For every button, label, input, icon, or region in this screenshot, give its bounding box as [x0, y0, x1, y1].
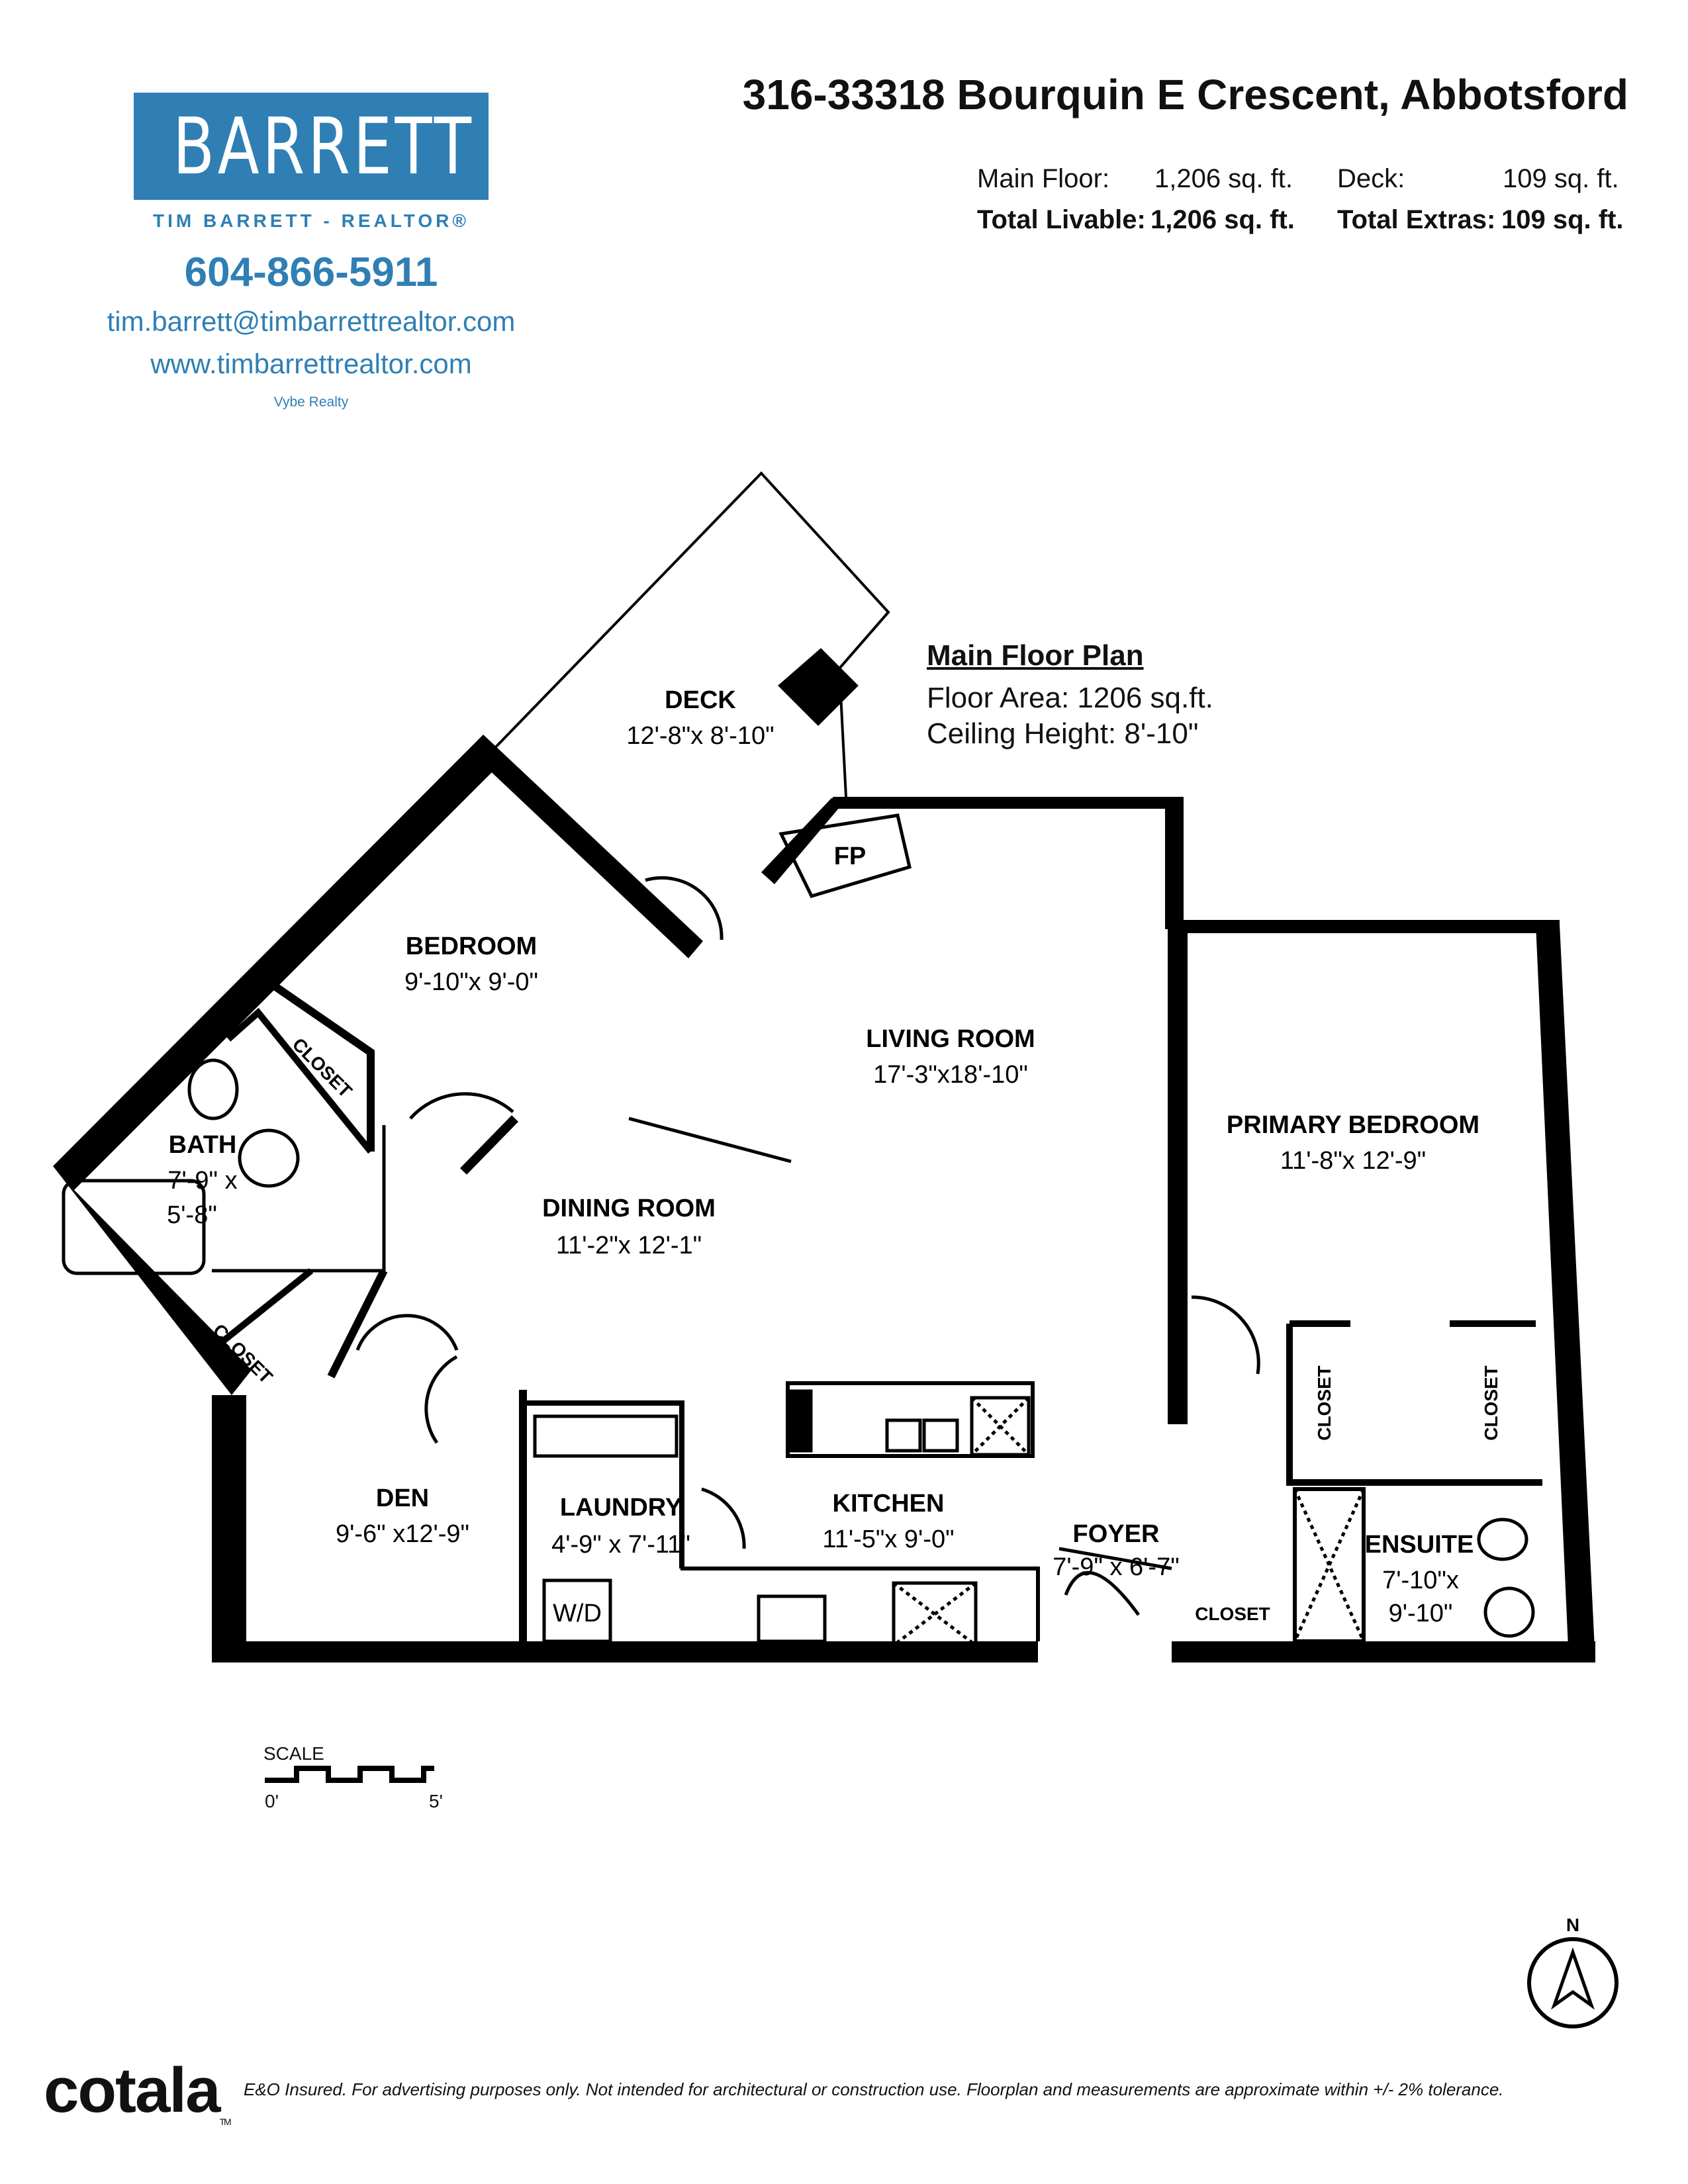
plan-title: Main Floor Plan [927, 639, 1144, 672]
living-room-dims: 17'-3"x18'-10" [873, 1061, 1028, 1089]
brokerage-name: Vybe Realty [273, 394, 349, 410]
laundry-name: LAUNDRY [560, 1494, 682, 1522]
logo-text: BARRETT [172, 101, 475, 192]
bath-name: BATH [169, 1131, 237, 1159]
den-name: DEN [376, 1484, 429, 1512]
kitchen-dims: 11'-5"x 9'-0" [822, 1525, 954, 1553]
room-labels: DECK 12'-8"x 8'-10" FP BEDROOM 9'-10"x 9… [167, 686, 1501, 1627]
property-address: 316-33318 Bourquin E Crescent, Abbotsfor… [742, 71, 1628, 118]
agent-email[interactable]: tim.barrett@timbarrettrealtor.com [107, 306, 516, 337]
ensuite-dims-1: 7'-10"x [1382, 1567, 1459, 1594]
scale-start: 0' [265, 1791, 279, 1811]
scale-end: 5' [429, 1791, 443, 1811]
dining-room-name: DINING ROOM [542, 1195, 716, 1222]
cotala-wordmark: cotala [44, 2055, 220, 2126]
interior-walls [62, 813, 1542, 1647]
deck-dims: 12'-8"x 8'-10" [626, 722, 774, 750]
dining-room-dims: 11'-2"x 12'-1" [556, 1232, 702, 1259]
fireplace-label: FP [834, 842, 867, 870]
logo-subtitle: TIM BARRETT - REALTOR® [152, 210, 469, 231]
bath-dims-2: 5'-8" [167, 1201, 217, 1229]
deck-area-value: 109 sq. ft. [1503, 164, 1619, 193]
bedroom-dims: 9'-10"x 9'-0" [404, 968, 538, 996]
deck-outline [487, 471, 890, 797]
foyer-closet-label: CLOSET [1195, 1604, 1270, 1624]
agent-website[interactable]: www.timbarrettrealtor.com [150, 348, 472, 379]
foyer-dims: 7'-9" x 6'-7" [1053, 1553, 1179, 1581]
barrett-logo: BARRETT [134, 93, 489, 200]
deck-area-label: Deck: [1337, 164, 1405, 193]
cotala-logo: cotalaTM [44, 2054, 232, 2127]
plan-floor-area: Floor Area: 1206 sq.ft. [927, 682, 1213, 714]
agent-phone[interactable]: 604-866-5911 [184, 250, 438, 295]
total-extras-label: Total Extras: [1337, 205, 1496, 234]
bedroom-name: BEDROOM [406, 933, 537, 960]
cotala-tm: TM [219, 2116, 231, 2127]
kitchen-name: KITCHEN [833, 1490, 945, 1518]
main-floor-value: 1,206 sq. ft. [1154, 164, 1293, 193]
total-extras-value: 109 sq. ft. [1501, 205, 1624, 234]
disclaimer-text: E&O Insured. For advertising purposes on… [244, 2079, 1504, 2099]
bath-dims-1: 7'-9" x [167, 1167, 237, 1195]
primary-closet-left-label: CLOSET [1314, 1365, 1335, 1441]
primary-bedroom-name: PRIMARY BEDROOM [1227, 1111, 1479, 1139]
compass: N [1527, 1915, 1618, 2028]
primary-bedroom-dims: 11'-8"x 12'-9" [1280, 1147, 1426, 1175]
exterior-walls [53, 735, 1595, 1662]
deck-name: DECK [665, 686, 736, 714]
washer-dryer-label: W/D [553, 1600, 602, 1627]
laundry-dims: 4'-9" x 7'-11" [551, 1531, 690, 1559]
scale-bar [265, 1766, 434, 1783]
plan-ceiling-height: Ceiling Height: 8'-10" [927, 717, 1199, 750]
scale-label: SCALE [263, 1743, 324, 1764]
den-dims: 9'-6" x12'-9" [336, 1520, 469, 1548]
ensuite-dims-2: 9'-10" [1389, 1600, 1453, 1627]
total-livable-value: 1,206 sq. ft. [1150, 205, 1295, 234]
primary-closet-right-label: CLOSET [1481, 1365, 1501, 1441]
total-livable-label: Total Livable: [977, 205, 1146, 234]
foyer-name: FOYER [1073, 1520, 1160, 1548]
living-room-name: LIVING ROOM [866, 1025, 1035, 1053]
main-floor-label: Main Floor: [977, 164, 1110, 193]
compass-north-label: N [1566, 1915, 1579, 1935]
ensuite-name: ENSUITE [1365, 1531, 1474, 1559]
